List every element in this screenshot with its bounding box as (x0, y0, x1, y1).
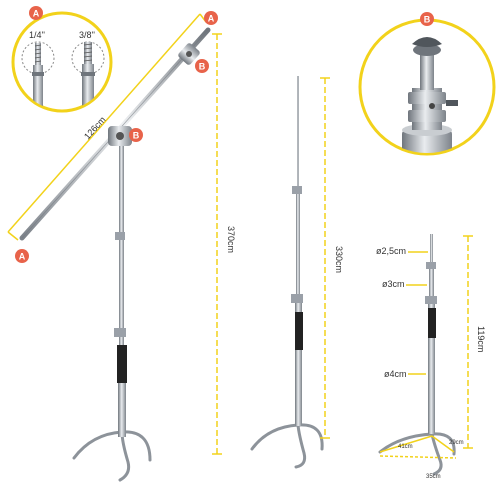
stand1-legs (72, 430, 152, 482)
thread-label-small: 1/4'' (29, 30, 45, 40)
arm-length-dimension-line (7, 13, 201, 233)
collapsed-height-label: 119cm (476, 326, 486, 352)
badge-a-arm-end: A (15, 249, 29, 263)
stand2-knob-upper (292, 186, 302, 194)
leg-depth-label: 29cm (449, 440, 464, 446)
thread-spigot-large (71, 41, 105, 110)
inset-threads: 1/4'' 3/8'' (11, 11, 113, 113)
stand1-grip-sleeve (117, 345, 127, 383)
diameter-top-label: ø2,5cm (376, 246, 406, 256)
badge-b-arm-grip: B (195, 59, 209, 73)
leg-span-dimension-line (379, 455, 457, 459)
leg-depth-dimension-line (431, 435, 455, 453)
leg-span-label: 35cm (426, 474, 441, 480)
stand2-knob-lower (291, 294, 303, 303)
stand-extended: 330cm (250, 76, 344, 469)
badge-b-center-clamp: B (129, 128, 143, 142)
badge-b-center-clamp-letter: B (133, 131, 140, 141)
stand1-knob-lower (114, 328, 126, 337)
stand2-top-riser (297, 76, 299, 188)
badge-a-arm-end-letter: A (19, 252, 26, 262)
thread-spigot-small (21, 41, 55, 110)
max-height-label: 330cm (334, 246, 344, 273)
leg-width-dimension-line (379, 435, 433, 453)
leg-width-label: 41cm (398, 444, 413, 450)
stand3-base-column (428, 304, 435, 434)
inset-a-frame (11, 11, 113, 113)
stand1-arm-grip-head (178, 43, 200, 65)
stand3-knob-lower (425, 296, 437, 304)
stand3-top-riser (430, 234, 433, 264)
stand2-legs (250, 423, 324, 469)
stand-collapsed: ø2,5cm ø3cm ø4cm 119cm 41cm 29cm 35cm (376, 234, 486, 480)
stand3-legs (378, 432, 456, 476)
badge-a-arm-top: A (204, 11, 218, 25)
stand2-base-column (295, 296, 302, 426)
stand1-center-grip-head (108, 126, 132, 146)
inset-grip-head (358, 18, 496, 156)
stand2-mid-riser (296, 188, 300, 296)
diameter-bottom-label: ø4cm (384, 369, 407, 379)
stand3-knob-upper (426, 262, 436, 269)
stand2-grip-sleeve (295, 312, 303, 350)
badge-b-arm-grip-letter: B (199, 62, 206, 72)
diameter-mid-label: ø3cm (382, 279, 405, 289)
badge-a-inset: A (29, 6, 43, 20)
stand1-lower-column (118, 345, 126, 437)
badge-b-inset-letter: B (424, 15, 431, 25)
badge-a-inset-letter: A (33, 9, 40, 19)
stand3-mid-riser (429, 264, 434, 304)
total-height-label: 370cm (226, 226, 236, 253)
badge-b-inset: B (420, 12, 434, 26)
thread-label-large: 3/8'' (79, 30, 95, 40)
arm-length-label: 126cm (82, 115, 108, 142)
badge-a-arm-top-letter: A (208, 14, 215, 24)
stand3-grip-sleeve (428, 308, 436, 338)
stand1-knob-upper (115, 232, 125, 240)
